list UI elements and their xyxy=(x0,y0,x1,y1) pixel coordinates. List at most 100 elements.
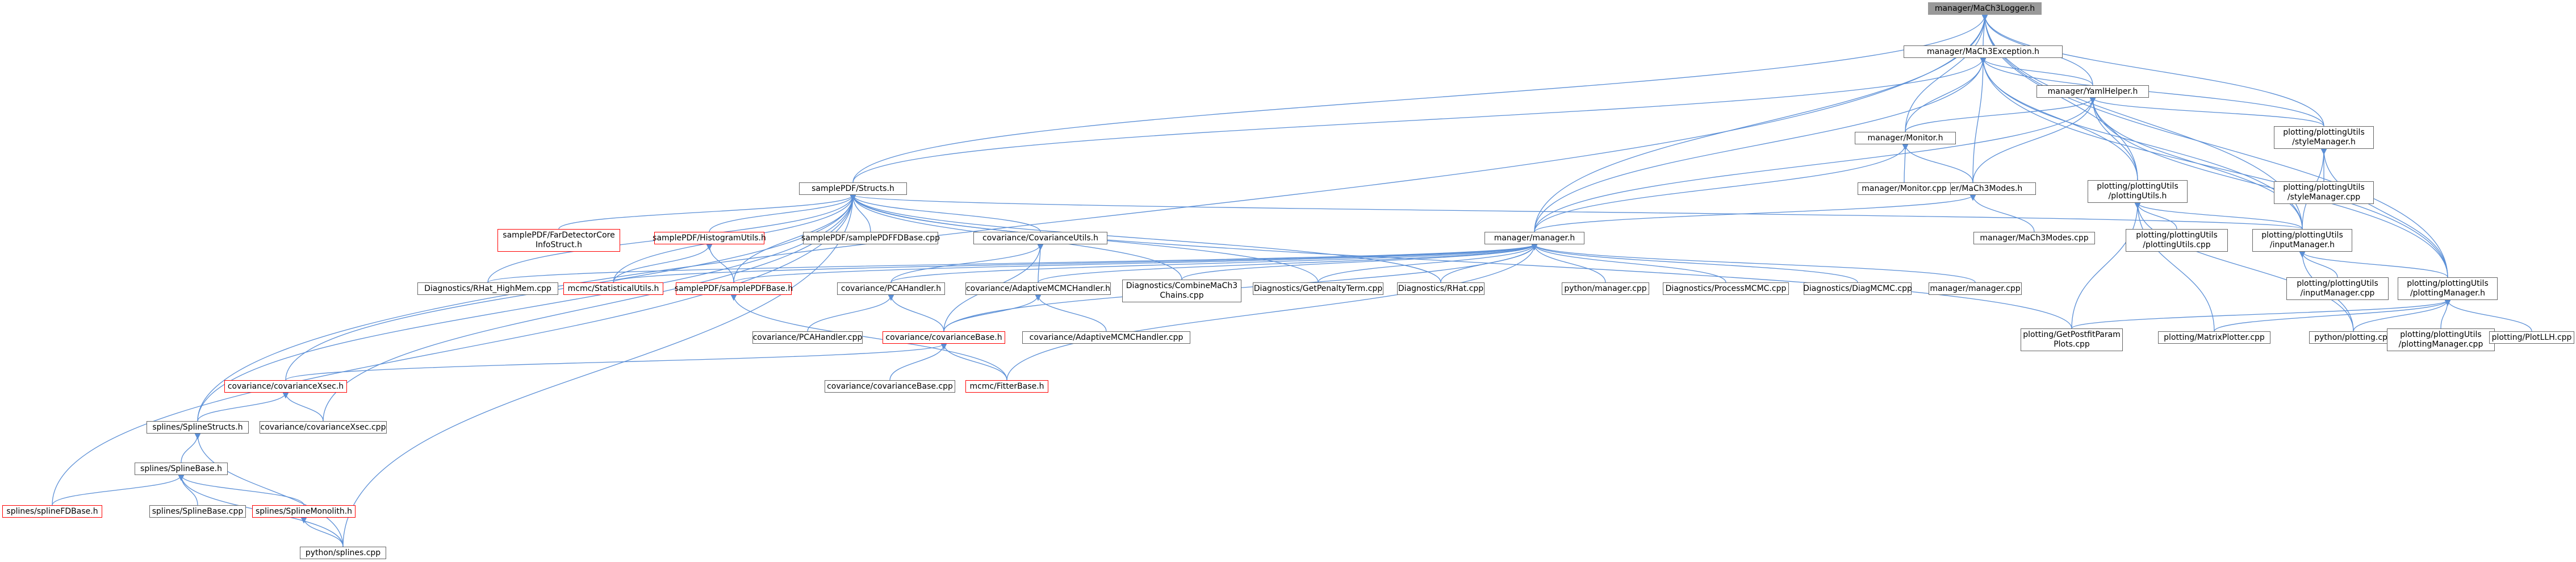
edge-n15-n42 xyxy=(1006,244,1538,381)
node-rhat-highmem-cpp[interactable]: Diagnostics/RHat_HighMem.cpp xyxy=(417,282,558,295)
node-pcahandler-h[interactable]: covariance/PCAHandler.h xyxy=(837,282,945,295)
node-processmcmc-cpp[interactable]: Diagnostics/ProcessMCMC.cpp xyxy=(1663,282,1789,295)
edge-n3-n6 xyxy=(1902,144,1973,183)
edge-n0-n5 xyxy=(852,14,1988,183)
edge-n6-n10 xyxy=(1969,194,2035,232)
node-covariancexsec-h[interactable]: covariance/covarianceXsec.h xyxy=(224,380,347,393)
edge-n1-n17 xyxy=(1980,57,2303,230)
edge-n5-n14 xyxy=(850,194,1041,232)
edge-n3-n15 xyxy=(1534,144,1909,232)
edge-n1-n6 xyxy=(1972,57,1987,183)
node-plottingmanager-cpp[interactable]: plotting/plottingUtils /plottingManager.… xyxy=(2387,328,2495,351)
edge-n5-n46 xyxy=(52,194,856,506)
node-plottingutils-h[interactable]: plotting/plottingUtils /plottingUtils.h xyxy=(2088,180,2188,203)
edge-n5-n12 xyxy=(709,194,856,232)
node-splinemonolith-h[interactable]: splines/SplineMonolith.h xyxy=(252,505,356,518)
node-manager-h[interactable]: manager/manager.h xyxy=(1484,232,1584,244)
edge-n15-n23 xyxy=(1181,244,1538,280)
node-monitor-h[interactable]: manager/Monitor.h xyxy=(1855,132,1956,144)
edge-n2-n17 xyxy=(2089,97,2303,230)
node-diagmcmc-cpp[interactable]: Diagnostics/DiagMCMC.cpp xyxy=(1803,282,1912,295)
node-covariancexsec-cpp[interactable]: covariance/covarianceXsec.cpp xyxy=(260,421,387,434)
node-fitterbase-h[interactable]: mcmc/FitterBase.h xyxy=(965,380,1048,393)
edge-n15-n26 xyxy=(1531,244,1606,283)
node-plottingutils-cpp[interactable]: plotting/plottingUtils /plottingUtils.cp… xyxy=(2126,229,2228,252)
edge-n0-n4 xyxy=(1981,14,2324,127)
node-covariancebase-h[interactable]: covariance/covarianceBase.h xyxy=(883,331,1005,344)
node-matrixplotter-cpp[interactable]: plotting/MatrixPlotter.cpp xyxy=(2158,331,2270,344)
edge-n5-n25 xyxy=(850,194,1441,283)
node-statisticalutils-h[interactable]: mcmc/StatisticalUtils.h xyxy=(563,282,663,295)
edge-n15-n27 xyxy=(1531,244,1726,283)
node-rhat-cpp[interactable]: Diagnostics/RHat.cpp xyxy=(1397,282,1484,295)
node-stylemanager-h[interactable]: plotting/plottingUtils /styleManager.h xyxy=(2274,126,2374,149)
edge-n31-n35 xyxy=(2071,299,2451,329)
node-inputmanager-cpp[interactable]: plotting/plottingUtils /inputManager.cpp xyxy=(2286,277,2389,300)
edge-n2-n3 xyxy=(1905,97,2096,132)
edge-n45-n48 xyxy=(178,474,304,506)
node-splinefdbase-h[interactable]: splines/splineFDBase.h xyxy=(2,505,102,518)
node-adaptivemcmchandler-cpp[interactable]: covariance/AdaptiveMCMCHandler.cpp xyxy=(1022,331,1190,344)
edge-n33-n42 xyxy=(940,343,1007,381)
node-stylemanager-cpp[interactable]: plotting/plottingUtils /styleManager.cpp xyxy=(2274,181,2374,204)
edge-n15-n24 xyxy=(1318,244,1538,283)
node-splinestructs-h[interactable]: splines/SplineStructs.h xyxy=(147,421,249,434)
node-manager-cpp[interactable]: manager/manager.cpp xyxy=(1929,282,2022,295)
node-adaptivemcmchandler-h[interactable]: covariance/AdaptiveMCMCHandler.h xyxy=(965,282,1111,295)
node-plotllh-cpp[interactable]: plotting/PlotLLH.cpp xyxy=(2489,331,2574,344)
node-mach3logger-h[interactable]: manager/MaCh3Logger.h xyxy=(1928,2,2042,15)
node-getpenaltyterm-cpp[interactable]: Diagnostics/GetPenaltyTerm.cpp xyxy=(1253,282,1383,295)
edge-n2-n4 xyxy=(2089,97,2324,127)
edge-n31-n37 xyxy=(2353,299,2451,332)
edge-n5-n35 xyxy=(850,194,2072,329)
node-plottingmanager-h[interactable]: plotting/plottingUtils /plottingManager.… xyxy=(2398,277,2498,300)
node-structs-h[interactable]: samplePDF/Structs.h xyxy=(799,182,907,195)
node-samplepdfbase-h[interactable]: samplePDF/samplePDFBase.h xyxy=(675,282,793,295)
edge-n40-n44 xyxy=(282,392,324,422)
node-inputmanager-h[interactable]: plotting/plottingUtils /inputManager.h xyxy=(2252,229,2352,252)
edge-n22-n34 xyxy=(1035,294,1107,332)
edge-n0-n3 xyxy=(1905,14,1988,132)
edge-n33-n41 xyxy=(889,343,947,381)
node-mach3exception-h[interactable]: manager/MaCh3Exception.h xyxy=(1904,45,2063,58)
edge-n15-n29 xyxy=(1531,244,1976,283)
edge-n15-n20 xyxy=(733,244,1538,283)
edge-n17-n31 xyxy=(2299,251,2448,278)
edge-n45-n47 xyxy=(178,474,198,506)
node-python-splines-cpp[interactable]: python/splines.cpp xyxy=(300,547,386,559)
node-splinebase-h[interactable]: splines/SplineBase.h xyxy=(135,463,228,475)
edge-n20-n42 xyxy=(730,294,1007,381)
edge-n0-n43 xyxy=(197,14,1988,422)
node-python-plotting-cpp[interactable]: python/plotting.cpp xyxy=(2309,331,2398,344)
node-mach3modes-cpp[interactable]: manager/MaCh3Modes.cpp xyxy=(1973,232,2095,244)
node-histogramutils-h[interactable]: samplePDF/HistogramUtils.h xyxy=(653,232,766,244)
node-getpostfitparamplots-cpp[interactable]: plotting/GetPostfitParam Plots.cpp xyxy=(2021,328,2123,351)
edge-n9-n35 xyxy=(2071,202,2141,329)
edge-n33-n40 xyxy=(285,343,947,381)
edge-n2-n15 xyxy=(1534,97,2096,232)
node-fardetectorcoreinfostruct-h[interactable]: samplePDF/FarDetectorCore InfoStruct.h xyxy=(497,229,620,252)
edge-n15-n22 xyxy=(1038,244,1538,283)
edge-n15-n21 xyxy=(890,244,1538,283)
edge-n9-n36 xyxy=(2134,202,2215,332)
node-combinemach3chains-cpp[interactable]: Diagnostics/CombineMaCh3 Chains.cpp xyxy=(1122,280,1241,302)
node-covariancebase-cpp[interactable]: covariance/covarianceBase.cpp xyxy=(825,380,955,393)
edge-n21-n32 xyxy=(807,294,894,332)
edge-n3-n7 xyxy=(1902,144,1909,183)
edge-n2-n6 xyxy=(1972,97,2096,183)
node-splinebase-cpp[interactable]: splines/SplineBase.cpp xyxy=(149,505,246,518)
node-monitor-cpp[interactable]: manager/Monitor.cpp xyxy=(1858,182,1951,195)
edge-n31-n39 xyxy=(2444,299,2532,332)
edge-n15-n19 xyxy=(613,244,1538,283)
node-covarianceutils-h[interactable]: covariance/CovarianceUtils.h xyxy=(973,232,1107,244)
node-python-manager-cpp[interactable]: python/manager.cpp xyxy=(1562,282,1649,295)
edge-n43-n49 xyxy=(194,433,344,547)
edge-n6-n15 xyxy=(1534,194,1976,232)
node-yamlhelper-h[interactable]: manager/YamlHelper.h xyxy=(2036,85,2149,98)
edge-n9-n17 xyxy=(2134,202,2303,230)
edge-n45-n46 xyxy=(52,474,185,506)
node-pcahandler-cpp[interactable]: covariance/PCAHandler.cpp xyxy=(752,331,863,344)
node-samplepdffdbase-cpp[interactable]: samplePDF/samplePDFFDBase.cpp xyxy=(801,232,940,244)
